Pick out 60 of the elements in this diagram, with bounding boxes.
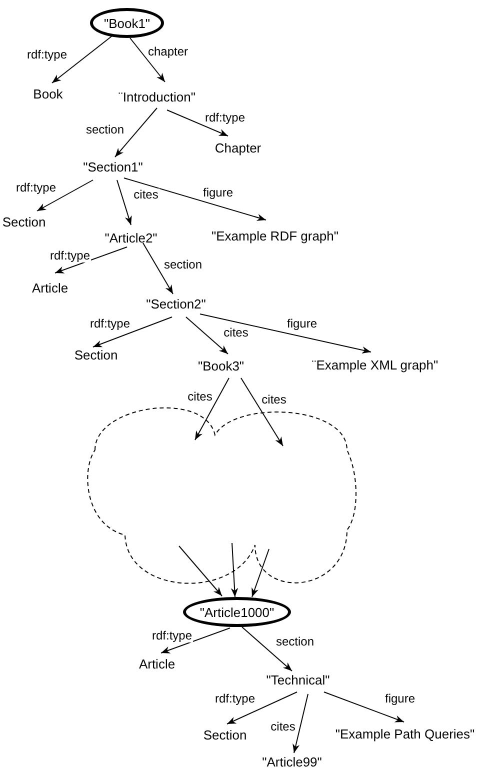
node-label: "Article2" [104, 230, 158, 246]
edge-label: chapter [146, 46, 190, 58]
arrow [36, 180, 94, 212]
edge-label: cites [132, 188, 160, 202]
edge-label: cites [260, 394, 288, 406]
edge-label: rdf:type [214, 692, 256, 706]
node-label: ¨Introduction" [118, 90, 196, 104]
node-label: "Book1" [104, 16, 150, 30]
node-label: ¨Example XML graph" [312, 358, 438, 372]
node-label: "Section1" [83, 160, 143, 174]
edge-label: section [274, 636, 316, 648]
node-label: Section [203, 728, 247, 742]
arrow [200, 314, 372, 354]
arrow [114, 108, 158, 158]
arrow [160, 628, 230, 654]
arrow [226, 692, 298, 724]
node-label: Section [74, 348, 118, 362]
edge-label: rdf:type [88, 318, 132, 330]
arrow [166, 110, 228, 136]
arrow [54, 246, 128, 274]
edge-label: rdf:type [204, 112, 246, 124]
edge-label: section [84, 124, 126, 136]
edge-label: rdf:type [150, 630, 194, 642]
edge-label: cites [222, 326, 250, 340]
arrow [124, 178, 266, 221]
arrow [130, 38, 166, 82]
node-label: "Article1000" [200, 606, 274, 618]
arrow [252, 548, 270, 598]
node-label: Article [138, 656, 176, 672]
edge-label: figure [286, 318, 318, 330]
edge-label: cites [270, 720, 296, 734]
arrow [142, 242, 174, 294]
edge-label: figure [384, 692, 416, 706]
arrow [92, 316, 172, 348]
arrow [116, 180, 132, 226]
arrow [292, 694, 308, 754]
node-label: "Example RDF graph" [212, 228, 338, 244]
node-label: "Section2" [146, 296, 206, 312]
node-label: "Technical" [266, 672, 330, 688]
arrow [52, 36, 112, 84]
arrow [242, 626, 292, 672]
edge-label: rdf:type [48, 250, 92, 262]
edge-label: figure [202, 186, 234, 200]
node-label: Section [2, 214, 46, 230]
arrow [186, 316, 228, 354]
arrow [178, 546, 222, 596]
node-label: "Example Path Queries" [335, 726, 475, 742]
arrow [324, 692, 404, 722]
node-label: Book [33, 86, 63, 102]
node-label: "Article99" [262, 754, 322, 770]
edge-label: section [162, 258, 204, 272]
arrow [230, 542, 238, 598]
node-label: "Book3" [198, 358, 244, 374]
edge-label: rdf:type [26, 48, 68, 62]
node-label: Chapter [214, 140, 262, 156]
arrow [194, 378, 230, 440]
arrow [240, 378, 284, 446]
edge-label: cites [186, 390, 214, 404]
node-label: Article [32, 280, 68, 296]
edge-label: rdf:type [14, 182, 58, 194]
